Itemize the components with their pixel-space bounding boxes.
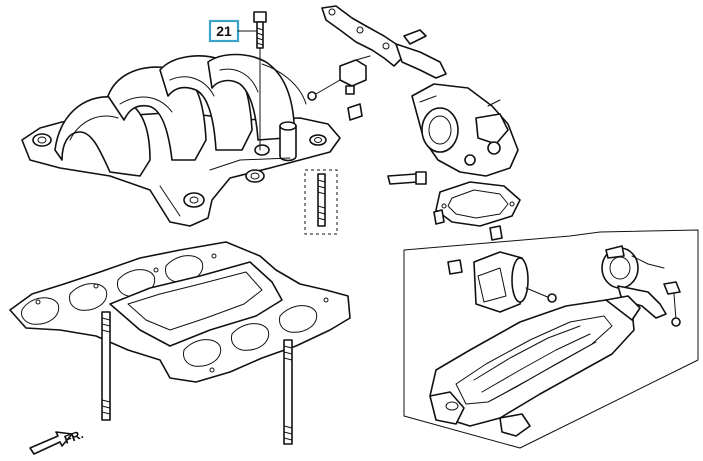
front-direction-indicator: FR. bbox=[29, 427, 85, 455]
throttle-gasket[interactable] bbox=[433, 181, 521, 241]
plenum-base[interactable] bbox=[429, 295, 641, 437]
callout-21[interactable]: 21 bbox=[208, 19, 257, 43]
throttle-body[interactable] bbox=[387, 83, 519, 185]
throttle-bracket[interactable] bbox=[321, 5, 447, 79]
callout-number: 21 bbox=[216, 23, 232, 39]
manifold-bolt[interactable] bbox=[253, 11, 267, 151]
stud-detail[interactable] bbox=[304, 169, 338, 235]
intake-gasket[interactable] bbox=[9, 241, 351, 383]
arrow-icon bbox=[29, 431, 73, 455]
sensor[interactable] bbox=[307, 55, 371, 121]
vacuum-actuators[interactable] bbox=[447, 245, 681, 327]
direction-label: FR. bbox=[62, 427, 85, 447]
manifold-studs[interactable] bbox=[101, 311, 293, 445]
plenum-assembly-frame bbox=[403, 229, 699, 449]
intake-manifold[interactable] bbox=[21, 53, 341, 227]
